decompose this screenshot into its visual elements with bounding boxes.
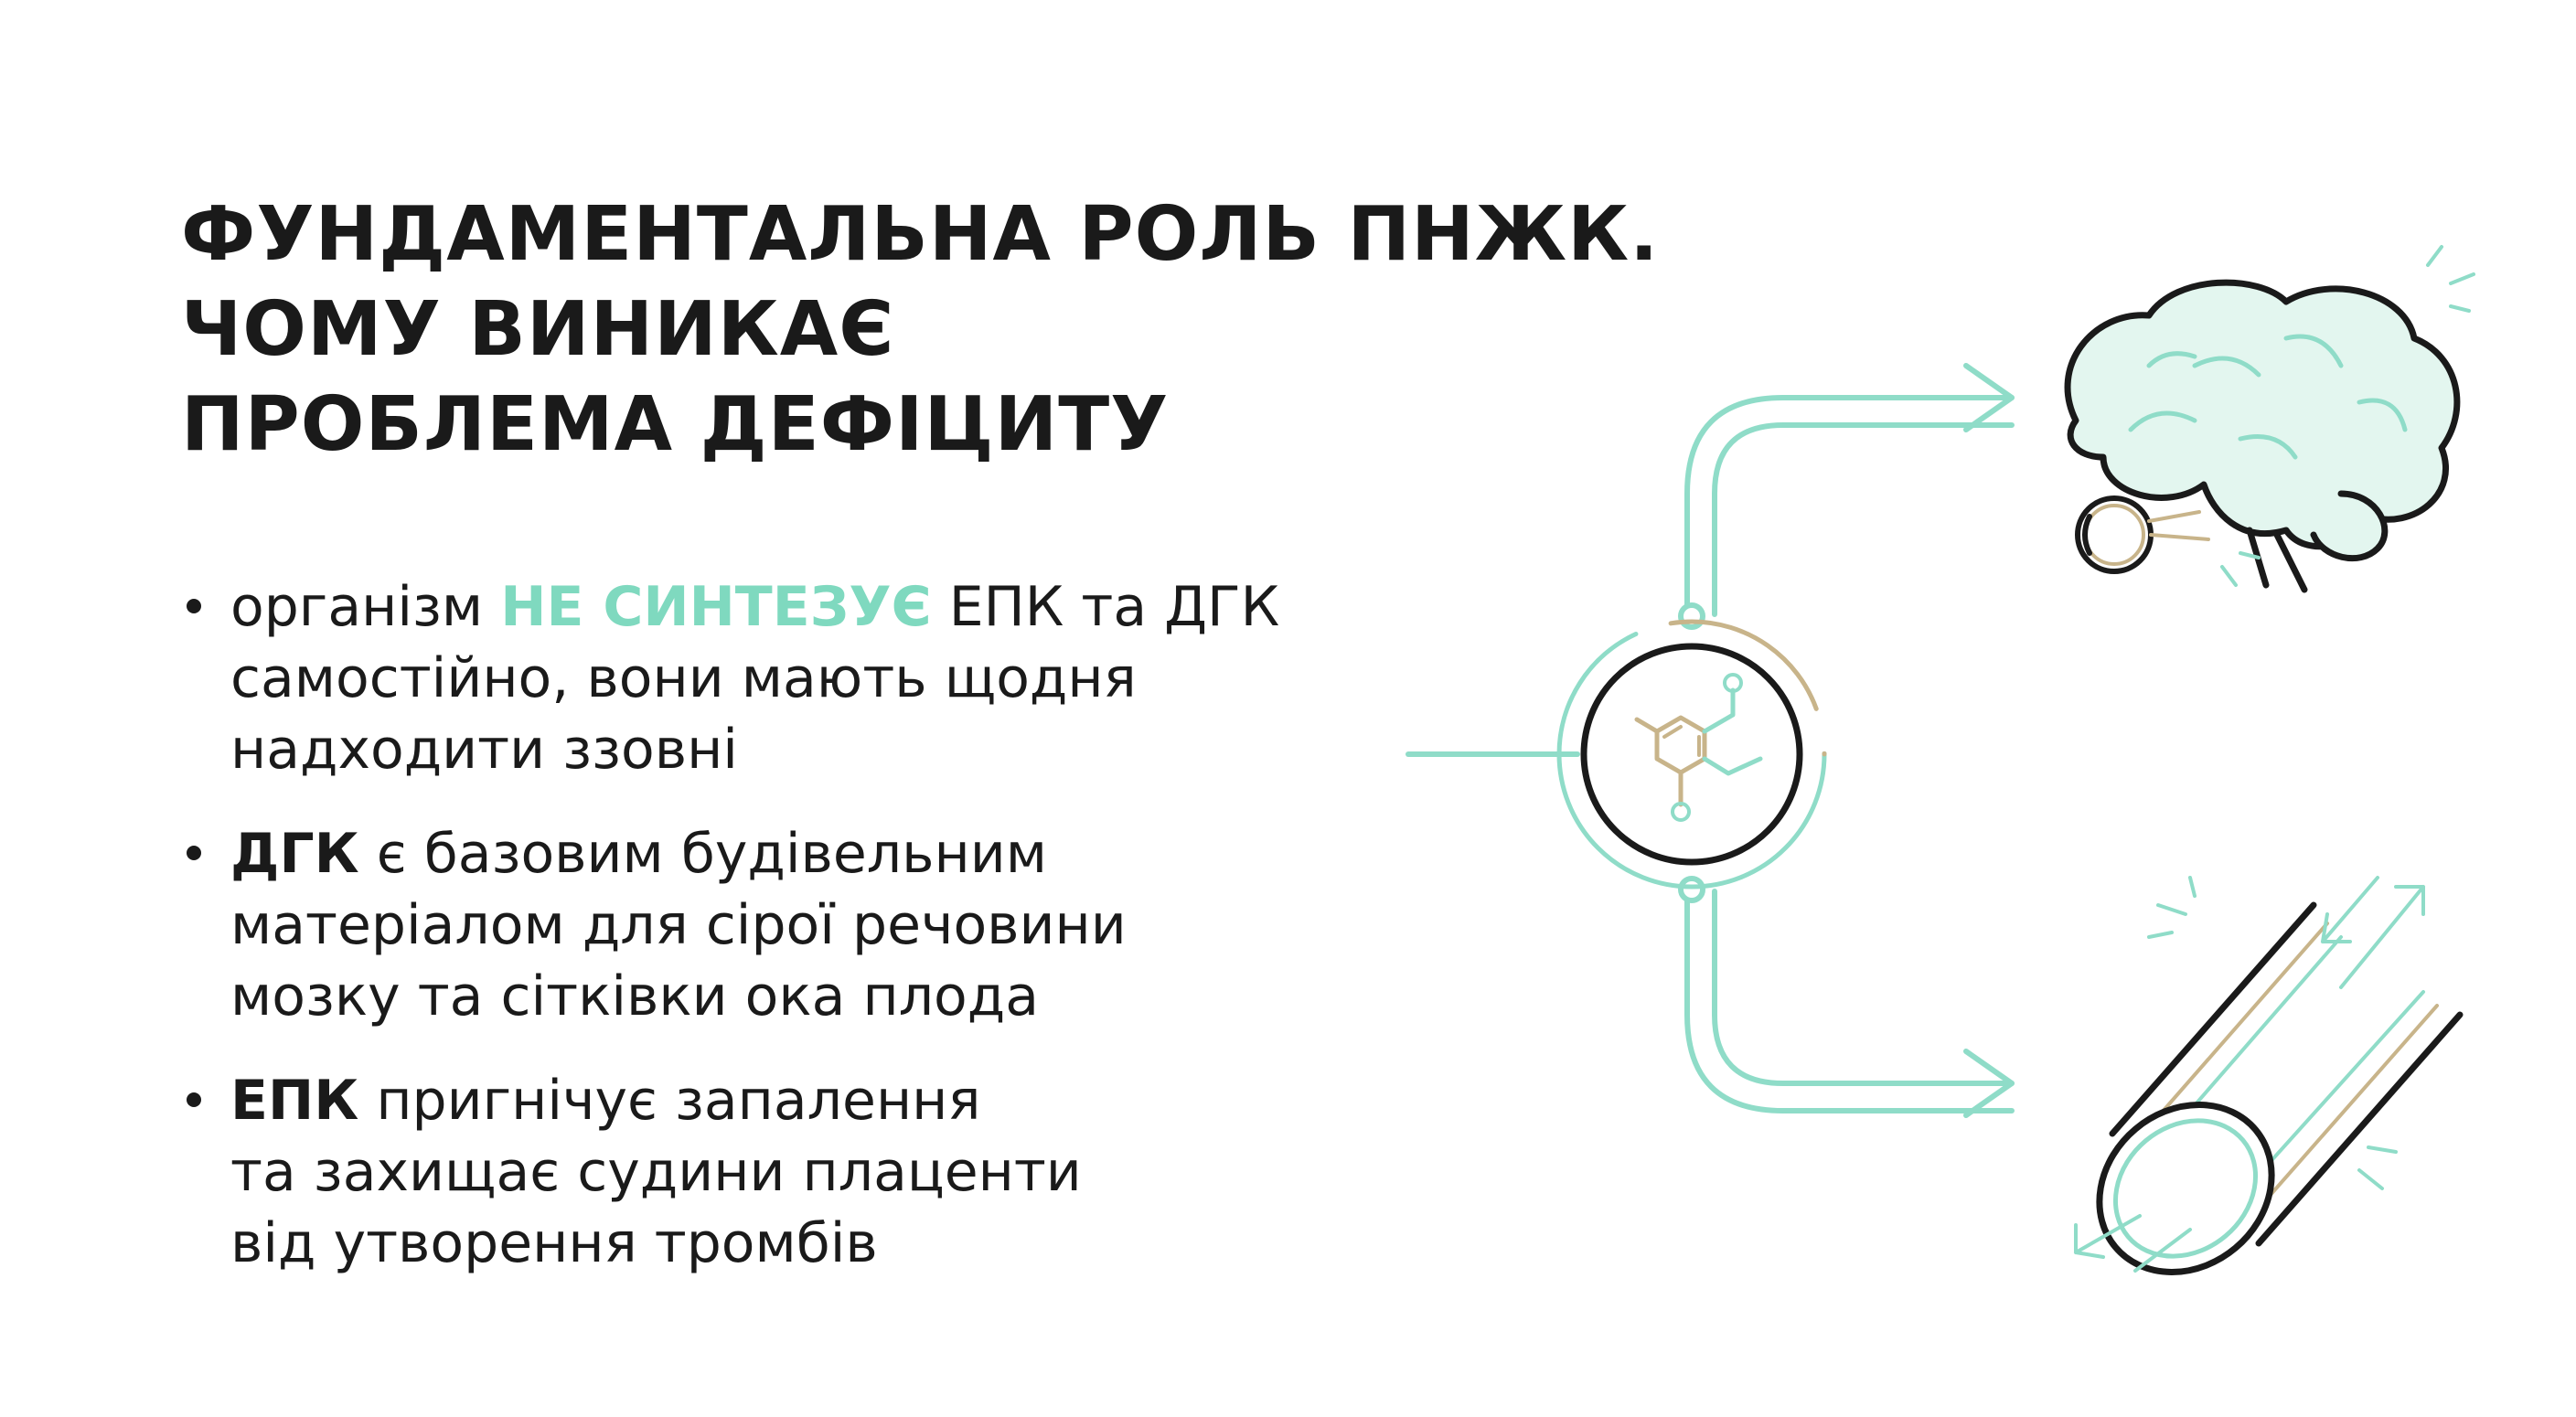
bullet-line: та захищає судини плаценти	[230, 1140, 1082, 1204]
bullet-item-synthesis: організм НЕ СИНТЕЗУЄ ЕПК та ДГК самостій…	[181, 571, 1443, 785]
bullet-line: ДГК є базовим будівельним	[230, 822, 1048, 886]
bullet-dot	[187, 599, 201, 613]
slide-title: ФУНДАМЕНТАЛЬНА РОЛЬ ПНЖК. ЧОМУ ВИНИКАЄ П…	[181, 187, 1659, 473]
bullet-list: організм НЕ СИНТЕЗУЄ ЕПК та ДГК самостій…	[181, 571, 1443, 1312]
brain-icon	[2064, 245, 2475, 593]
molecule-icon	[1556, 619, 1827, 890]
highlight-text: НЕ СИНТЕЗУЄ	[500, 575, 932, 639]
title-line-1: ФУНДАМЕНТАЛЬНА РОЛЬ ПНЖК.	[181, 191, 1660, 278]
connector-lines	[1406, 363, 2015, 1118]
title-line-3: ПРОБЛЕМА ДЕФІЦИТУ	[181, 381, 1170, 468]
bullet-line: організм НЕ СИНТЕЗУЄ ЕПК та ДГК	[230, 575, 1280, 639]
eye-icon	[2075, 495, 2261, 587]
bullet-line: матеріалом для сірої речовини	[230, 893, 1127, 957]
bullet-item-dha: ДГК є базовим будівельним матеріалом для…	[181, 818, 1443, 1032]
bullet-item-epa: ЕПК пригнічує запалення та захищає судин…	[181, 1065, 1443, 1279]
title-line-2: ЧОМУ ВИНИКАЄ	[181, 286, 895, 373]
blood-vessel-icon	[2074, 876, 2464, 1275]
bullet-line: самостійно, вони мають щодня	[230, 646, 1137, 710]
bullet-line: надходити ззовні	[230, 718, 738, 782]
bullet-line: ЕПК пригнічує запалення	[230, 1069, 981, 1133]
bullet-line: від утворення тромбів	[230, 1211, 878, 1275]
bullet-dot	[187, 1092, 201, 1107]
bullet-line: мозку та сітківки ока плода	[230, 964, 1040, 1028]
bullet-dot	[187, 846, 201, 860]
